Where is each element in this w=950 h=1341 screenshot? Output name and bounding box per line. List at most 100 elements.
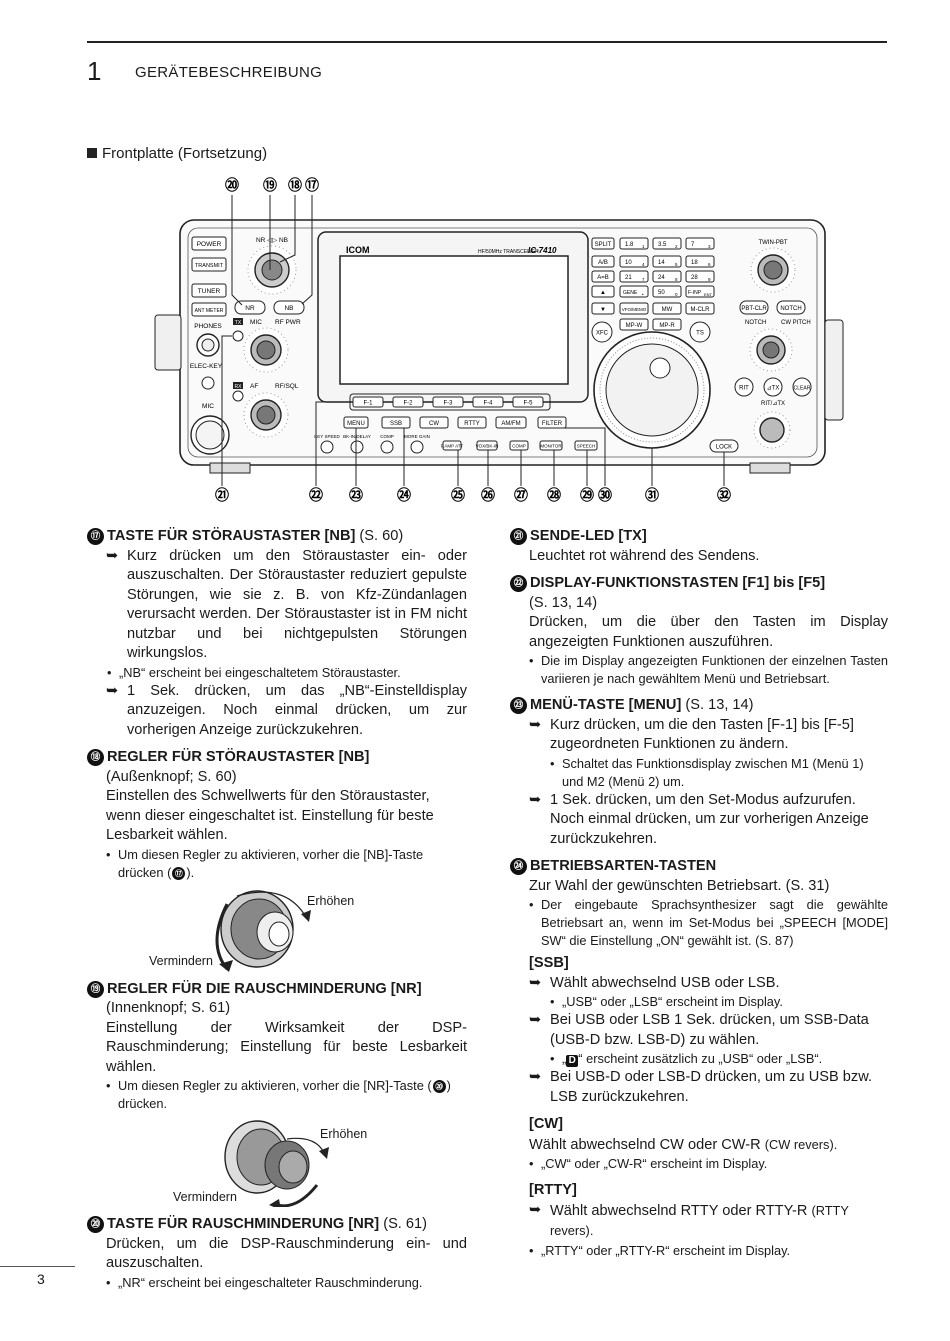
svg-text:BK-IN/DELAY: BK-IN/DELAY	[343, 434, 371, 439]
knob-rotation-icon	[224, 1120, 329, 1207]
svg-text:ELEC-KEY: ELEC-KEY	[190, 363, 223, 370]
svg-text:TS: TS	[696, 331, 704, 337]
svg-text:14: 14	[658, 260, 665, 266]
svg-text:•: •	[642, 292, 644, 297]
svg-text:CLEAR: CLEAR	[794, 386, 811, 392]
svg-text:RX: RX	[235, 384, 243, 390]
section-body: Drücken, um die über den Tasten im Displ…	[529, 614, 888, 650]
svg-text:⑰: ⑰	[305, 177, 319, 193]
svg-text:1: 1	[642, 244, 645, 249]
svg-text:7: 7	[691, 242, 695, 248]
instruction-text: Kurz drücken, um die den Tasten [F-1] bi…	[550, 716, 854, 753]
svg-text:COMP: COMP	[512, 444, 526, 449]
bullet-icon: •	[529, 1242, 534, 1258]
mode-keys: MENU SSB CW RTTY AM/FM FILTER	[343, 416, 567, 429]
svg-text:NOTCH: NOTCH	[780, 306, 801, 312]
section-title: SENDE-LED [TX]	[530, 528, 647, 544]
svg-text:AM/FM: AM/FM	[501, 421, 520, 427]
item-number-17: ⑰	[87, 528, 104, 545]
instruction-text: Kurz drücken um den Störaustaster ein- o…	[127, 547, 467, 662]
svg-text:㉓: ㉓	[349, 487, 363, 503]
svg-text:0: 0	[675, 292, 678, 297]
bullet-icon: •	[106, 1078, 111, 1093]
svg-text:㉖: ㉖	[481, 487, 495, 503]
bullet-icon: •	[550, 1051, 555, 1066]
svg-text:RF PWR: RF PWR	[275, 319, 301, 326]
brand-logo: ICOM	[346, 245, 370, 255]
svg-text:7: 7	[642, 277, 645, 282]
mic-rfpwr-knob	[243, 327, 289, 373]
bullet-icon: •	[106, 846, 111, 862]
section-subheading: Frontplatte (Fortsetzung)	[87, 145, 267, 162]
svg-text:TWIN-PBT: TWIN-PBT	[759, 240, 788, 246]
af-rfsql-knob	[243, 392, 289, 438]
svg-text:10: 10	[625, 260, 632, 266]
svg-text:⑳: ⑳	[225, 177, 239, 193]
arrow-icon: ➥	[529, 791, 542, 808]
svg-text:COMP: COMP	[380, 434, 394, 439]
lower-controls: KEY SPEED BK-IN/DELAY COMP MORE GAIN P.A…	[314, 434, 598, 454]
svg-text:NR: NR	[245, 305, 255, 312]
svg-text:TUNER: TUNER	[198, 288, 221, 295]
svg-text:㉜: ㉜	[717, 487, 731, 503]
svg-text:P.AMP ATT: P.AMP ATT	[441, 444, 464, 449]
item-number-23: ㉓	[510, 697, 527, 714]
svg-text:NR ◁▷ NB: NR ◁▷ NB	[256, 237, 288, 244]
top-callouts: ⑳ ⑲ ⑱ ⑰	[225, 177, 319, 193]
instruction-text: 1 Sek. drücken, um das „NB“-Einstelldisp…	[127, 682, 467, 738]
svg-text:⑲: ⑲	[263, 177, 277, 193]
svg-text:▲: ▲	[600, 290, 606, 296]
mode-heading-ssb: [SSB]	[529, 955, 569, 971]
page-reference: (S. 60)	[359, 528, 404, 544]
nb-knob-illustration: Erhöhen Vermindern	[127, 884, 467, 972]
svg-text:5: 5	[675, 262, 678, 267]
nr-knob-illustration: Erhöhen Vermindern	[127, 1115, 467, 1207]
square-bullet-icon	[87, 148, 97, 158]
svg-text:SSB: SSB	[390, 421, 402, 427]
svg-text:PHONES: PHONES	[194, 323, 222, 330]
svg-text:㉕: ㉕	[451, 487, 465, 503]
svg-text:PBT-CLR: PBT-CLR	[741, 306, 767, 312]
section-body: Einstellung der Wirksamkeit der DSP-Raus…	[106, 1019, 467, 1075]
svg-text:VOX/BK-IN: VOX/BK-IN	[476, 444, 499, 449]
svg-text:TRANSMIT: TRANSMIT	[195, 263, 224, 269]
bullet-icon: •	[529, 1156, 534, 1171]
section-body: Einstellen des Schwellwerts für den Stör…	[106, 788, 434, 843]
svg-text:VFO/MEMO: VFO/MEMO	[622, 307, 647, 312]
knob-rotation-icon	[215, 889, 311, 972]
arrow-icon: ➥	[529, 1201, 542, 1218]
section-body: Zur Wahl der gewünschten Betriebsart. (S…	[529, 877, 830, 894]
svg-text:NB: NB	[284, 305, 293, 312]
mode-heading-rtty: [RTTY]	[529, 1182, 577, 1198]
svg-text:6: 6	[708, 262, 711, 267]
bullet-text: Schaltet das Funktionsdisplay zwischen M…	[562, 755, 864, 789]
section-title: BETRIEBSARTEN-TASTEN	[530, 858, 717, 874]
svg-text:F-4: F-4	[484, 401, 494, 407]
bullet-text: Der eingebaute Sprachsynthesizer sagt di…	[541, 897, 888, 948]
function-keys: F-1 F-2 F-3 F-4 F-5	[349, 393, 551, 411]
svg-text:1.8: 1.8	[625, 242, 634, 248]
svg-text:▼: ▼	[600, 307, 606, 313]
bullet-icon: •	[550, 994, 555, 1009]
svg-text:F-2: F-2	[404, 401, 414, 407]
header-rule	[87, 41, 887, 43]
bullet-text: „NB“ erscheint bei eingeschaltetem Störa…	[119, 664, 401, 680]
svg-text:SPLIT: SPLIT	[595, 242, 612, 248]
item-number-24: ㉔	[510, 858, 527, 875]
svg-text:F-5: F-5	[524, 401, 534, 407]
item-number-18: ⑱	[87, 749, 104, 766]
svg-text:㉘: ㉘	[547, 487, 561, 503]
svg-text:MORE GAIN: MORE GAIN	[404, 434, 430, 439]
power-label: POWER	[197, 241, 222, 248]
svg-text:㉔: ㉔	[397, 487, 411, 503]
svg-text:IC-7410: IC-7410	[528, 246, 557, 255]
svg-text:FILTER: FILTER	[542, 421, 563, 427]
bullet-text: „NR“ erscheint bei eingeschalteter Rausc…	[118, 1274, 423, 1290]
bullet-icon: •	[529, 897, 534, 912]
